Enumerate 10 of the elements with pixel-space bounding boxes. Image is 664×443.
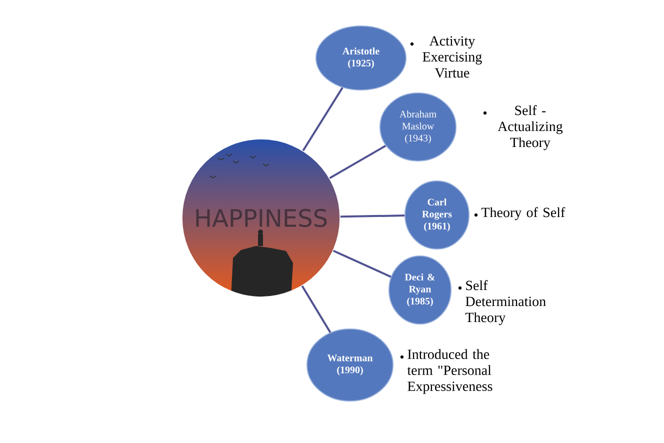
bullet-text: Introduced the term "Personal Expressiveness xyxy=(400,349,492,394)
connector-line xyxy=(301,285,332,333)
bullet-text: Self Determination Theory xyxy=(458,280,546,326)
connector-line xyxy=(340,214,405,218)
bullet-text: Activity Exercising Virtue xyxy=(410,36,482,78)
connector-line xyxy=(332,250,392,278)
bullet-text: Theory of Self xyxy=(474,207,566,220)
connector-line xyxy=(302,87,344,152)
bullet-text: Self - Actualizing Theory xyxy=(483,105,563,150)
connector-line xyxy=(329,144,386,180)
